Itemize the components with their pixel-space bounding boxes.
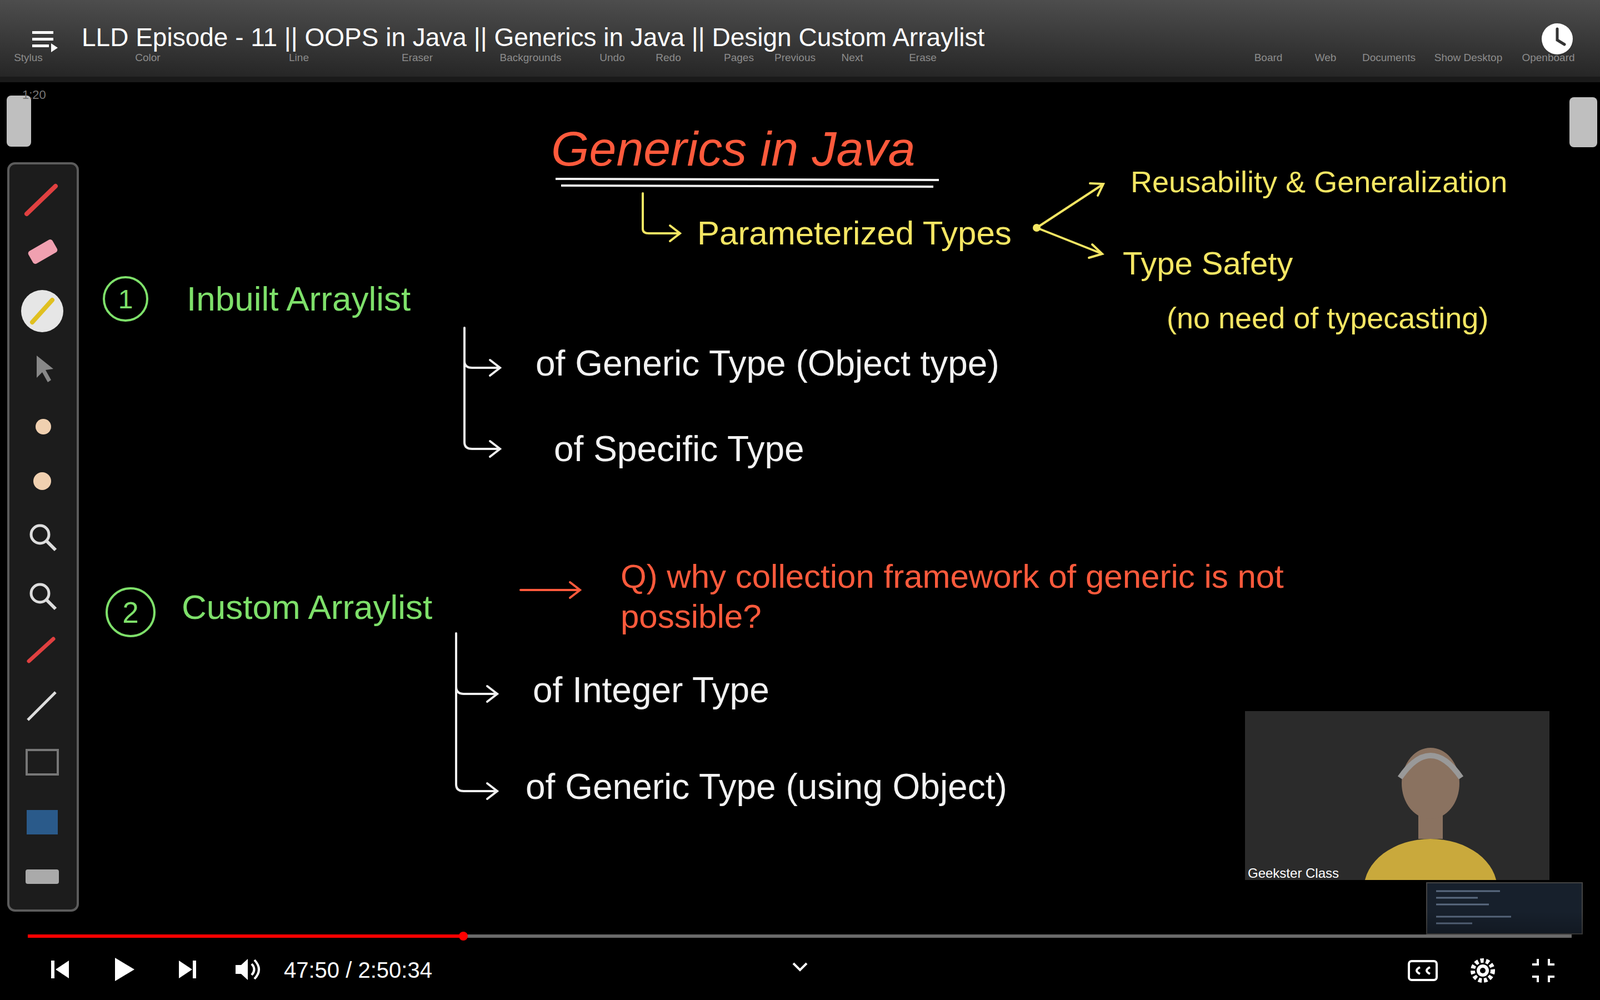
menu-icon — [32, 31, 58, 53]
branch-text: of Integer Type — [532, 668, 770, 712]
toolbar-label: Show Desktop — [1434, 51, 1503, 65]
side-tab — [1569, 97, 1598, 148]
panel-tab — [6, 95, 32, 147]
callout-number: 1 — [102, 275, 149, 323]
pointer-arrow — [642, 193, 680, 242]
fork-arrows — [1033, 183, 1104, 258]
red-arrow — [520, 582, 580, 598]
toolbar-label: Openboard — [1521, 51, 1575, 65]
number-circle: 1 — [102, 275, 149, 323]
section-heading: Custom Arraylist — [181, 586, 433, 628]
player-icons — [51, 957, 1555, 983]
note-text: Type Safety — [1122, 243, 1293, 283]
progress-track — [27, 934, 1572, 938]
note-text: Reusability & Generalization — [1130, 163, 1508, 200]
progress-knob — [458, 931, 468, 941]
note-text: (no need of typecasting) — [1166, 300, 1489, 337]
toolbar-label: Stylus — [13, 51, 43, 65]
progress-played — [27, 934, 463, 938]
toolbar-label: Next — [841, 51, 863, 65]
control-shade — [0, 911, 1600, 1000]
page-counter: 1:20 — [22, 87, 47, 103]
bar-edge — [0, 76, 1600, 83]
branch-text: of Specific Type — [553, 427, 805, 471]
tree-branches-2 — [456, 633, 498, 799]
title-underline — [555, 178, 939, 187]
tool-icons — [21, 186, 64, 884]
toolbar-label: Line — [288, 51, 309, 65]
time-display: 47:50 / 2:50:34 — [283, 956, 433, 984]
board-heading: Generics in Java — [551, 119, 915, 179]
callout-number: 2 — [105, 586, 157, 638]
toolbar-label: Previous — [774, 51, 816, 65]
webcam-label: Geekster Class — [1247, 865, 1339, 882]
clock-icon — [1541, 23, 1573, 55]
branch-text: of Generic Type (using Object) — [525, 765, 1008, 809]
branch-text: of Generic Type (Object type) — [535, 342, 1000, 385]
tree-branches-1 — [464, 327, 500, 457]
top-bar — [0, 0, 1600, 77]
section-heading: Inbuilt Arraylist — [186, 278, 411, 320]
toolbar-label: Documents — [1362, 51, 1416, 65]
toolbar-label: Redo — [655, 51, 681, 65]
toolbar-label: Eraser — [401, 51, 433, 65]
question-text: Q) why collection framework of generic i… — [620, 556, 1354, 637]
toolbar-label: Pages — [723, 51, 754, 65]
toolbar-label: Backgrounds — [500, 51, 562, 65]
number-circle: 2 — [105, 586, 157, 638]
toolbar-label: Web — [1315, 51, 1337, 65]
toolbar-label: Color — [135, 51, 160, 65]
tool-panel — [8, 163, 78, 911]
toolbar-label: Board — [1254, 51, 1283, 65]
presenter — [1363, 747, 1498, 880]
note-text: Parameterized Types — [697, 213, 1012, 254]
toolbar-label: Undo — [599, 51, 625, 65]
video-title: LLD Episode - 11 || OOPS in Java || Gene… — [81, 22, 985, 53]
toolbar-label: Erase — [908, 51, 937, 65]
